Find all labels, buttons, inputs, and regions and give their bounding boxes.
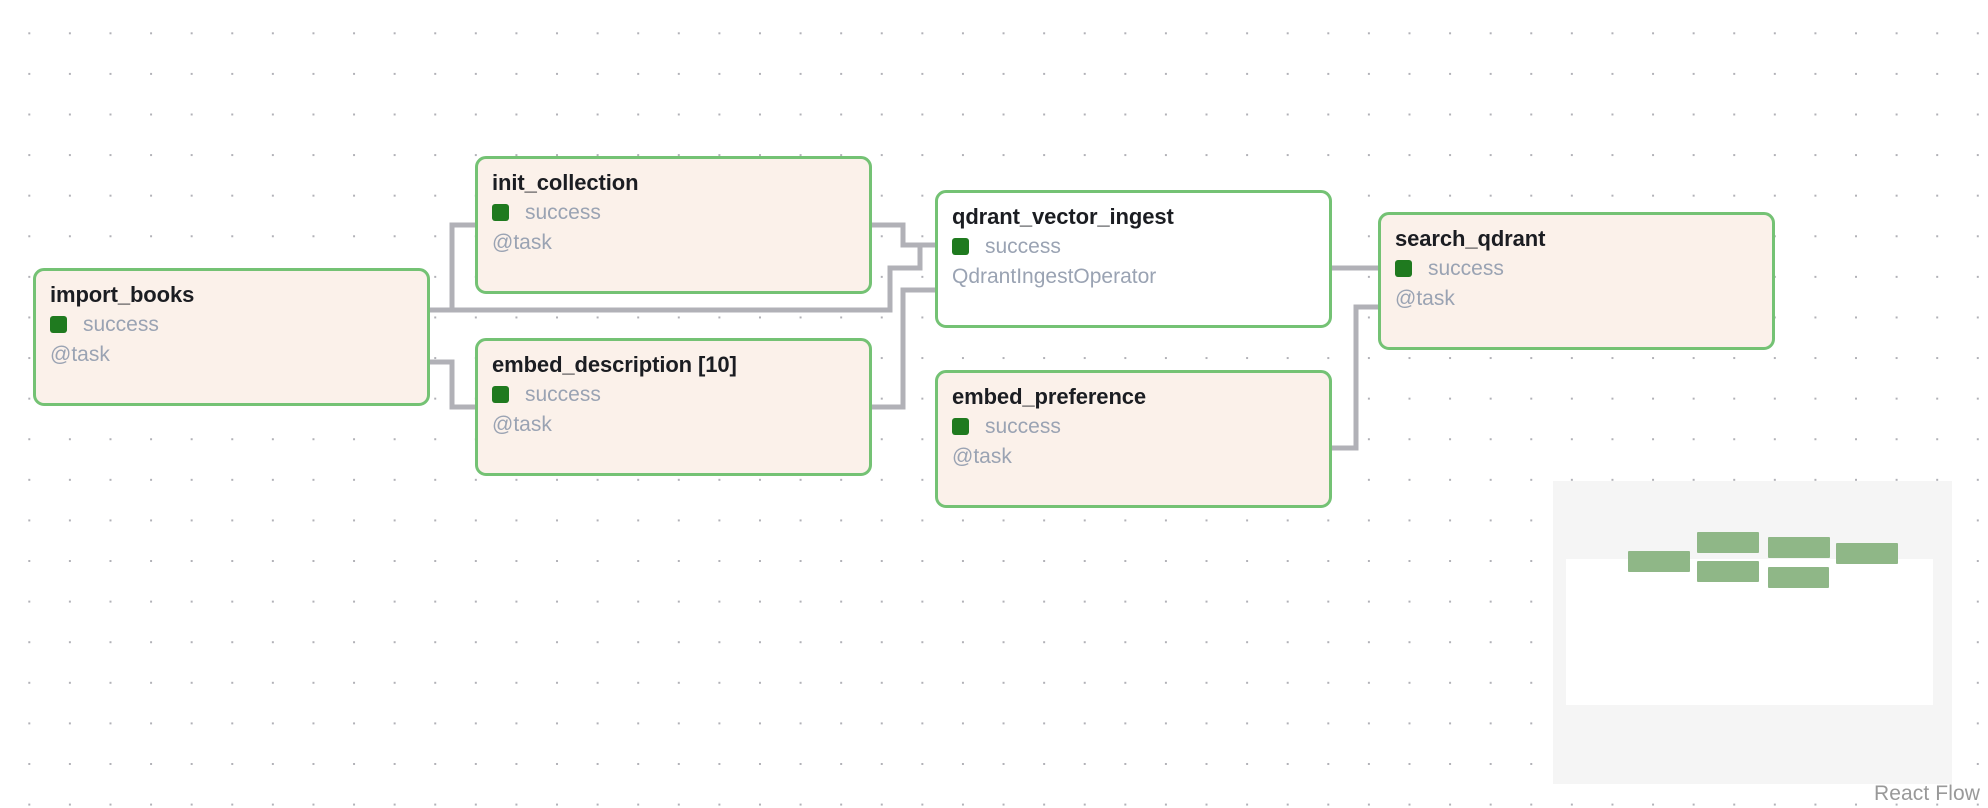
minimap-node-search_qdrant <box>1836 543 1898 564</box>
node-status-row: success <box>492 384 855 405</box>
node-status-row: success <box>50 314 413 335</box>
node-title: init_collection <box>492 170 639 195</box>
node-title: embed_preference <box>952 384 1147 409</box>
node-subtitle: @task <box>492 412 552 436</box>
node-status-row: success <box>952 236 1315 257</box>
node-title: import_books <box>50 282 195 307</box>
node-status-row: success <box>952 416 1315 437</box>
edge-init_collection-to-qdrant_vector_ingest[interactable] <box>872 222 935 248</box>
minimap-node-qdrant_vector_ingest <box>1768 537 1830 558</box>
edge-embed_description-to-qdrant_vector_ingest[interactable] <box>872 287 935 410</box>
node-status-label: success <box>525 200 601 224</box>
status-swatch-icon <box>50 315 67 333</box>
react-flow-attribution[interactable]: React Flow <box>1873 782 1980 805</box>
node-status-label: success <box>1428 256 1504 280</box>
minimap-node-init_collection <box>1697 532 1759 553</box>
node-status-label: success <box>985 234 1061 258</box>
node-subtitle: @task <box>50 342 110 366</box>
status-swatch-icon <box>1395 259 1412 277</box>
minimap-panel[interactable] <box>1553 481 1952 784</box>
task-node-embed_description[interactable]: embed_description [10] success @task <box>475 338 872 476</box>
status-swatch-icon <box>952 237 969 255</box>
node-status-label: success <box>83 312 159 336</box>
node-title: embed_description [10] <box>492 352 737 377</box>
status-swatch-icon <box>492 203 509 221</box>
node-subtitle: QdrantIngestOperator <box>952 264 1157 288</box>
node-status-row: success <box>1395 258 1758 279</box>
node-title: qdrant_vector_ingest <box>952 204 1174 229</box>
node-status-label: success <box>525 382 601 406</box>
node-subtitle: @task <box>1395 286 1455 310</box>
edge-embed_preference-to-search_qdrant[interactable] <box>1332 304 1378 451</box>
minimap-viewport-mask[interactable] <box>1566 559 1933 705</box>
node-subtitle: @task <box>492 230 552 254</box>
node-subtitle: @task <box>952 444 1012 468</box>
minimap-node-embed_preference <box>1768 567 1829 588</box>
edge-import_books-to-init_collection[interactable] <box>430 222 475 313</box>
node-status-label: success <box>985 414 1061 438</box>
node-status-row: success <box>492 202 855 223</box>
status-swatch-icon <box>952 417 969 435</box>
status-swatch-icon <box>492 385 509 403</box>
minimap-node-import_books <box>1628 551 1690 572</box>
node-title: search_qdrant <box>1395 226 1546 251</box>
minimap-node-embed_description <box>1697 561 1759 582</box>
edge-import_books-to-embed_description[interactable] <box>430 359 475 410</box>
